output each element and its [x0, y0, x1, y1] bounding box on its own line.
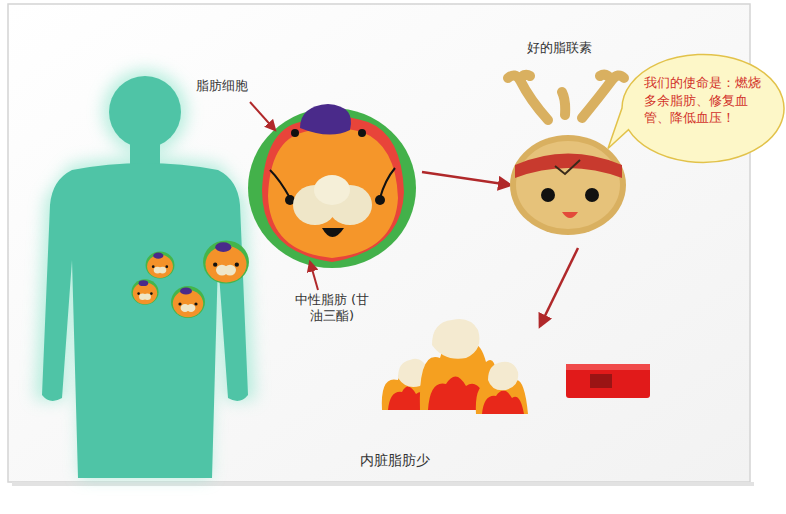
leader-arrow [250, 102, 275, 130]
leader-arrow [310, 262, 318, 290]
panel-shadow [12, 482, 754, 486]
part-label: 中性脂肪 (甘油三酯) [292, 292, 372, 325]
blood-vessel [566, 364, 650, 398]
caption: 内脏脂肪少 [360, 452, 430, 470]
flow-arrow [422, 172, 510, 185]
part-label: 好的脂联素 [527, 40, 592, 56]
human-silhouette [35, 70, 255, 478]
small-fat-cells-more [131, 240, 249, 318]
burning-fat [382, 319, 528, 414]
bubble-outline [626, 60, 780, 156]
bubble-text: 我们的使命是：燃烧多余脂肪、修复血管、降低血压！ [644, 74, 766, 127]
flow-arrow [540, 248, 578, 326]
part-label: 脂肪细胞 [196, 78, 248, 94]
speech-bubble: 我们的使命是：燃烧多余脂肪、修复血管、降低血压！ [626, 60, 780, 156]
small-fat-cells [146, 251, 175, 278]
adiponectin-character [508, 75, 626, 235]
